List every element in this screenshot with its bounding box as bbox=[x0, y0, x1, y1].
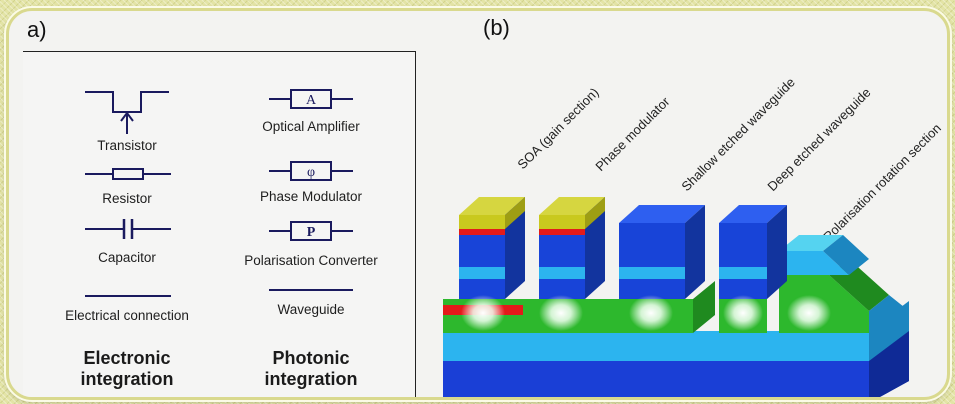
amplifier-symbol: A bbox=[306, 93, 317, 108]
panel-a-label: a) bbox=[27, 17, 47, 42]
transistor-icon bbox=[85, 91, 169, 134]
electronic-item-transistor: Transistor bbox=[97, 138, 157, 153]
panel-b-label: (b) bbox=[483, 15, 510, 40]
section-label-soa: SOA (gain section) bbox=[514, 84, 602, 172]
phase-symbol: φ bbox=[307, 165, 315, 180]
polarisation-converter-icon: P bbox=[269, 221, 353, 241]
capacitor-icon bbox=[85, 219, 171, 239]
electronic-item-capacitor: Capacitor bbox=[98, 250, 156, 265]
electronic-heading-line2: integration bbox=[80, 369, 174, 389]
figure-frame: a) Transistor Resistor Capacitor Electri bbox=[6, 8, 950, 400]
photonic-item-amplifier: Optical Amplifier bbox=[262, 119, 360, 134]
symbol-table: Transistor Resistor Capacitor Electrical… bbox=[23, 51, 416, 397]
photonic-heading-line1: Photonic bbox=[272, 348, 350, 368]
electronic-item-connection: Electrical connection bbox=[65, 308, 189, 323]
electronic-item-resistor: Resistor bbox=[102, 191, 152, 206]
electronic-heading-line1: Electronic bbox=[83, 348, 171, 368]
phase-modulator-icon: φ bbox=[269, 161, 353, 181]
optical-amplifier-icon: A bbox=[269, 89, 353, 109]
photonic-heading-line2: integration bbox=[264, 369, 358, 389]
section-label-phase-modulator: Phase modulator bbox=[592, 93, 673, 174]
photonic-item-polarisation-converter: Polarisation Converter bbox=[244, 253, 378, 268]
waveguide-line-icon bbox=[269, 289, 353, 291]
photonic-item-waveguide: Waveguide bbox=[277, 302, 345, 317]
photonic-item-phase-modulator: Phase Modulator bbox=[259, 189, 363, 204]
resistor-icon bbox=[85, 168, 171, 180]
polarisation-symbol: P bbox=[307, 225, 316, 240]
pic-chip-illustration bbox=[443, 197, 909, 397]
electronic-heading: Electronic integration bbox=[37, 348, 217, 390]
photonic-heading: Photonic integration bbox=[221, 348, 401, 390]
connection-line-icon bbox=[85, 295, 171, 297]
